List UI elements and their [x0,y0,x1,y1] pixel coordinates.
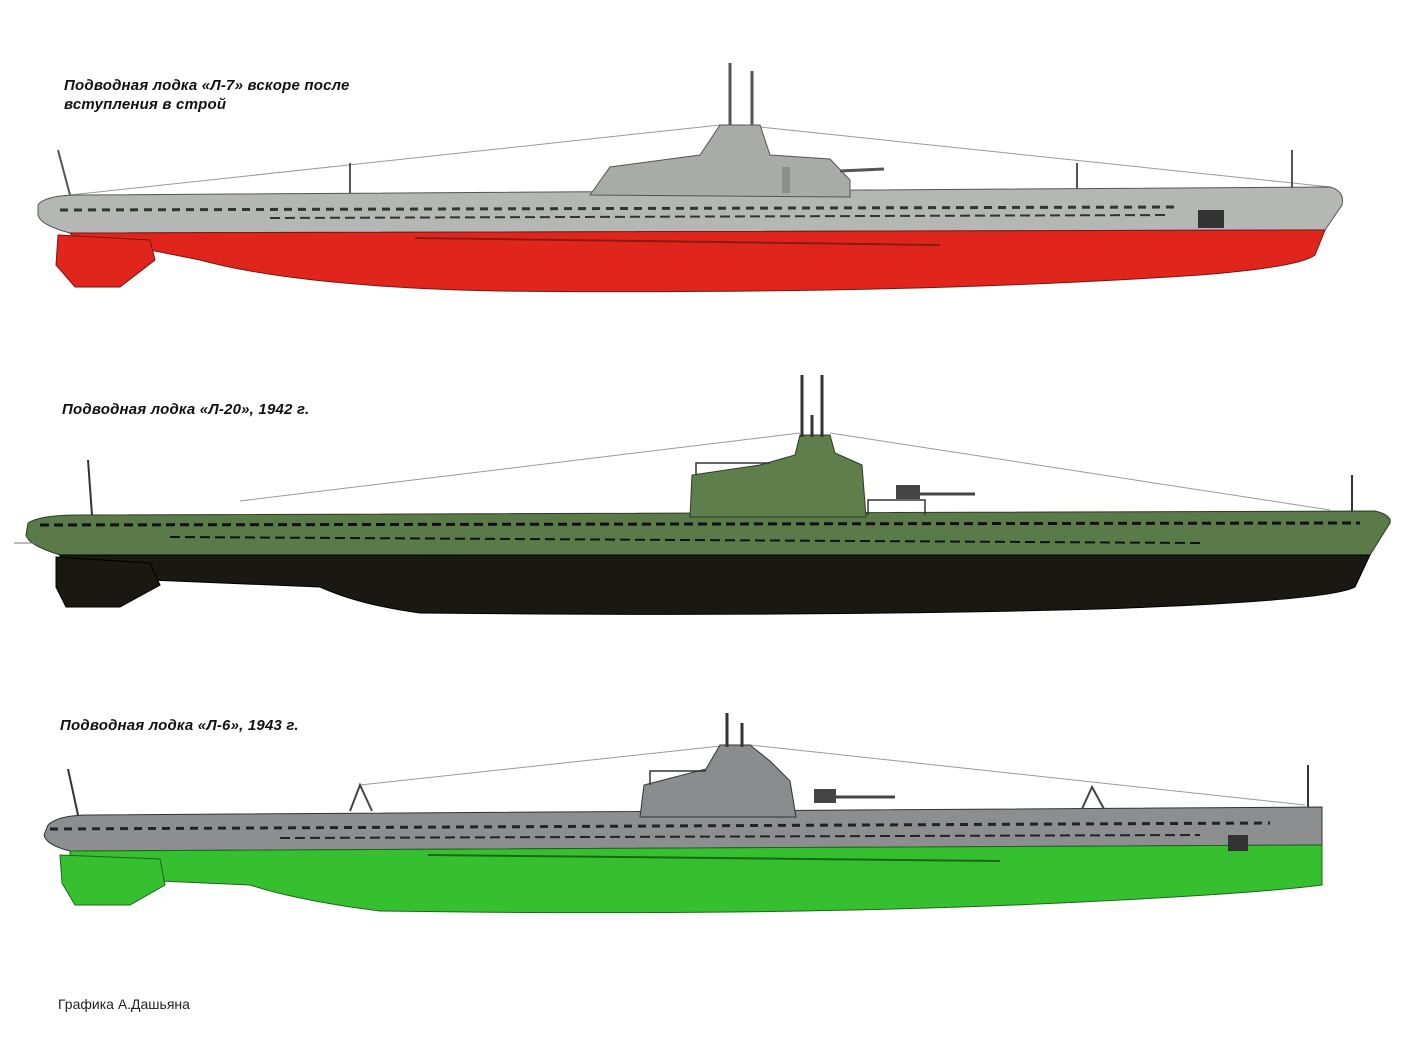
caption-l6: Подводная лодка «Л-6», 1943 г. [60,717,299,734]
submarine-l20-illustration [14,375,1391,615]
submarine-l6-illustration [43,713,1323,914]
caption-l20: Подводная лодка «Л-20», 1942 г. [62,401,310,418]
illustration-credit: Графика А.Дашьяна [58,996,190,1012]
submarine-l7-illustration [37,63,1343,293]
caption-l7: Подводная лодка «Л-7» вскоре после вступ… [64,77,350,113]
